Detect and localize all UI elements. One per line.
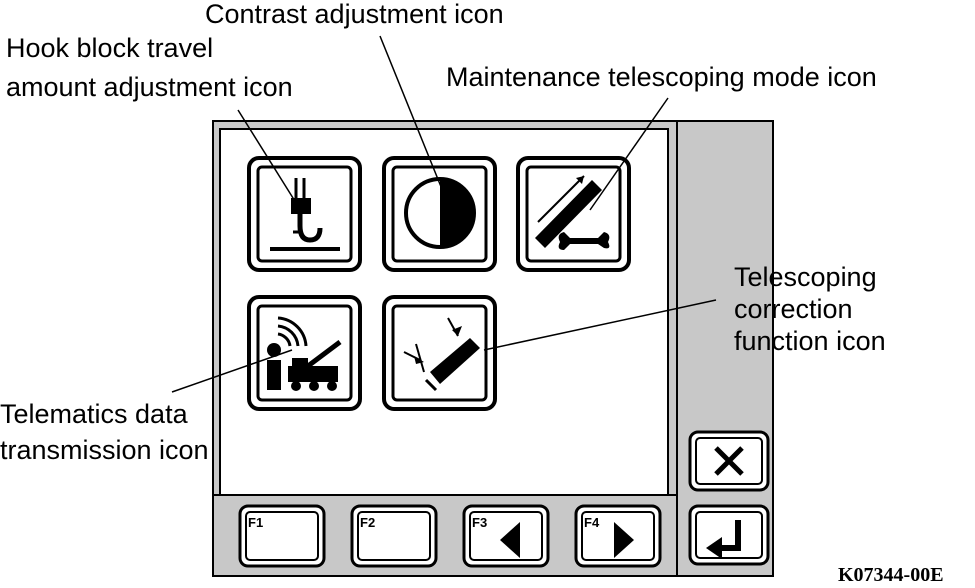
tele-correction-callout-line2: correction: [734, 294, 853, 324]
hook-callout-line2: amount adjustment icon: [6, 72, 293, 102]
maintenance-callout: Maintenance telescoping mode icon: [446, 62, 877, 92]
f4-label: F4: [584, 515, 600, 530]
contrast-icon[interactable]: [382, 156, 497, 272]
tele-correction-callout-line3: function icon: [734, 326, 886, 356]
f2-key[interactable]: F2: [350, 504, 438, 568]
contrast-callout: Contrast adjustment icon: [205, 0, 504, 29]
right-panel: [676, 120, 774, 577]
telematics-callout-line2: transmission icon: [0, 435, 209, 465]
enter-button[interactable]: [688, 504, 770, 566]
close-icon: [714, 446, 744, 476]
f3-key[interactable]: F3: [462, 504, 550, 568]
tele-correction-callout-line1: Telescoping: [734, 262, 877, 292]
enter-icon: [706, 520, 741, 559]
f1-key[interactable]: F1: [238, 504, 326, 568]
hook-callout-line1: Hook block travel: [6, 33, 214, 63]
leader-lines: [171, 35, 717, 393]
hook-block-icon[interactable]: [247, 156, 362, 272]
f2-label: F2: [360, 515, 375, 530]
maintenance-telescoping-icon[interactable]: [516, 156, 631, 272]
figure-code: K07344-00E: [838, 564, 944, 586]
close-button[interactable]: [688, 430, 770, 492]
f3-label: F3: [472, 515, 487, 530]
left-arrow-icon: [500, 522, 520, 558]
right-arrow-icon: [614, 522, 634, 558]
telescoping-correction-icon[interactable]: [382, 295, 497, 411]
telematics-icon[interactable]: [247, 295, 362, 411]
telematics-callout-line1: Telematics data: [0, 399, 188, 429]
f1-label: F1: [248, 515, 263, 530]
f4-key[interactable]: F4: [574, 504, 662, 568]
